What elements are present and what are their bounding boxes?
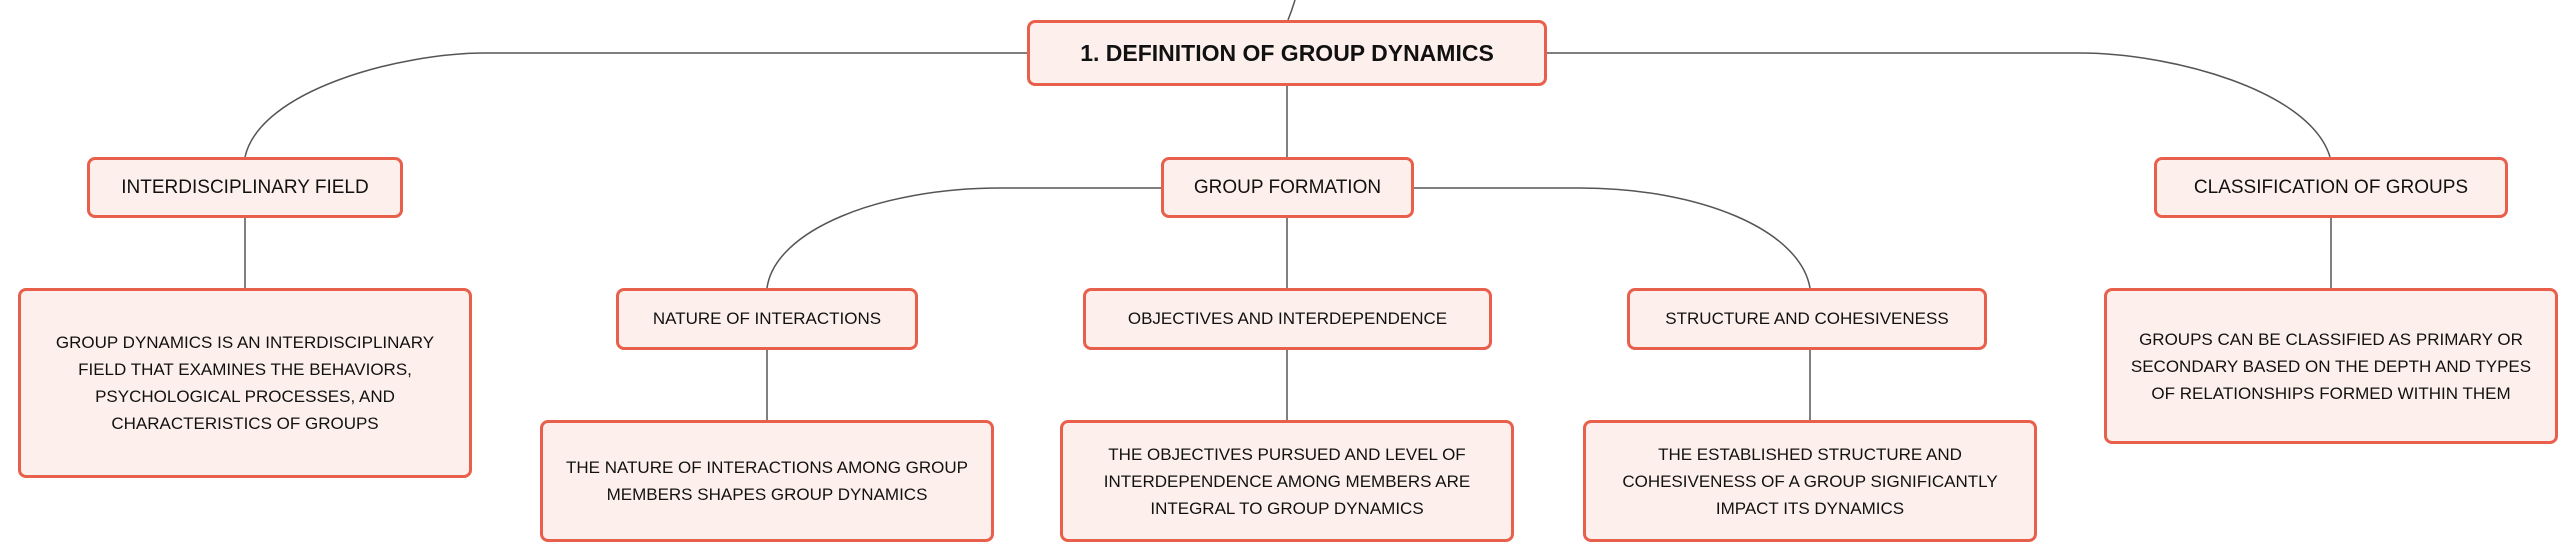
topic-label: CLASSIFICATION OF GROUPS [2193,176,2469,198]
detail-classification-of-groups[interactable]: GROUPS CAN BE CLASSIFIED AS PRIMARY OR S… [2104,288,2558,444]
detail-text: THE OBJECTIVES PURSUED AND LEVEL OF INTE… [1103,444,1471,518]
topic-interdisciplinary-field[interactable]: INTERDISCIPLINARY FIELD [87,157,403,218]
connector-root-interdisciplinary [244,52,1027,158]
subtopic-label: NATURE OF INTERACTIONS [652,309,882,328]
connector-formation-structure [1414,187,1811,289]
detail-text: THE ESTABLISHED STRUCTURE AND COHESIVENE… [1622,444,1998,518]
subtopic-label: OBJECTIVES AND INTERDEPENDENCE [1127,309,1448,328]
root-topic[interactable]: 1. DEFINITION OF GROUP DYNAMICS [1027,20,1547,86]
root-topic-label: 1. DEFINITION OF GROUP DYNAMICS [1080,39,1494,66]
subtopic-label: STRUCTURE AND COHESIVENESS [1665,309,1949,328]
topic-group-formation[interactable]: GROUP FORMATION [1161,157,1414,218]
detail-nature-of-interactions[interactable]: THE NATURE OF INTERACTIONS AMONG GROUP M… [540,420,994,542]
topic-label: GROUP FORMATION [1193,176,1382,198]
subtopic-structure-and-cohesiveness[interactable]: STRUCTURE AND COHESIVENESS [1627,288,1987,350]
detail-text: THE NATURE OF INTERACTIONS AMONG GROUP M… [565,458,969,504]
detail-text: GROUP DYNAMICS IS AN INTERDISCIPLINARY F… [55,333,435,433]
topic-label: INTERDISCIPLINARY FIELD [121,176,369,198]
connector-root-classification [1547,52,2331,158]
subtopic-nature-of-interactions[interactable]: NATURE OF INTERACTIONS [616,288,918,350]
connector-root-parent [1287,0,1296,21]
connector-formation-nature [766,187,1161,289]
topic-classification-of-groups[interactable]: CLASSIFICATION OF GROUPS [2154,157,2508,218]
detail-text: GROUPS CAN BE CLASSIFIED AS PRIMARY OR S… [2130,329,2532,403]
detail-objectives-and-interdependence[interactable]: THE OBJECTIVES PURSUED AND LEVEL OF INTE… [1060,420,1514,542]
detail-interdisciplinary-field[interactable]: GROUP DYNAMICS IS AN INTERDISCIPLINARY F… [18,288,472,478]
subtopic-objectives-and-interdependence[interactable]: OBJECTIVES AND INTERDEPENDENCE [1083,288,1492,350]
detail-structure-and-cohesiveness[interactable]: THE ESTABLISHED STRUCTURE AND COHESIVENE… [1583,420,2037,542]
